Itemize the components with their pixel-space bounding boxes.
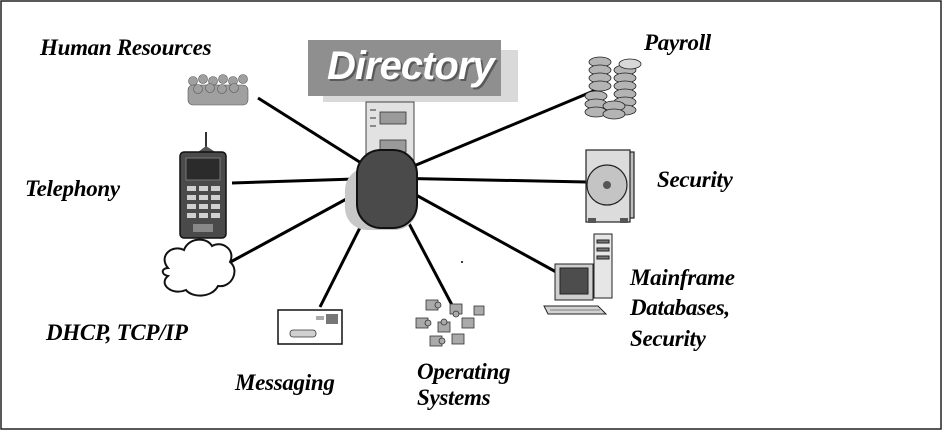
banner-front-panel	[308, 40, 501, 96]
connector-security	[384, 176, 588, 184]
label-telephony: Telephony	[25, 176, 120, 201]
label-security: Security	[657, 167, 733, 192]
label-payroll: Payroll	[644, 30, 711, 55]
label-operating-systems-line-1: Operating	[417, 359, 511, 384]
coin-stacks-icon	[584, 56, 642, 120]
puzzle-pieces-icon	[415, 299, 485, 347]
label-mainframe-line-3: Security	[630, 325, 706, 351]
cloud-icon	[161, 238, 236, 297]
desktop-computer-icon	[543, 233, 613, 315]
directory-title: Directory	[327, 44, 495, 88]
connector-payroll	[384, 88, 597, 180]
stray-dot	[461, 261, 463, 263]
label-dhcp: DHCP, TCP/IP	[46, 320, 188, 345]
safe-icon	[585, 149, 635, 223]
label-mainframe: Mainframe Databases, Security	[630, 265, 735, 352]
people-group-icon	[187, 74, 249, 106]
label-operating-systems-line-2: Systems	[417, 385, 491, 411]
label-mainframe-line-2: Databases,	[630, 295, 730, 321]
label-human-resources: Human Resources	[40, 35, 212, 60]
label-messaging: Messaging	[235, 370, 335, 395]
hub-core	[356, 149, 418, 229]
directory-hub	[345, 149, 418, 230]
mobile-phone-icon	[179, 132, 227, 239]
envelope-icon	[277, 309, 343, 345]
label-operating-systems: Operating Systems	[417, 359, 510, 412]
directory-banner	[308, 40, 518, 161]
label-mainframe-line-1: Mainframe	[630, 265, 735, 290]
